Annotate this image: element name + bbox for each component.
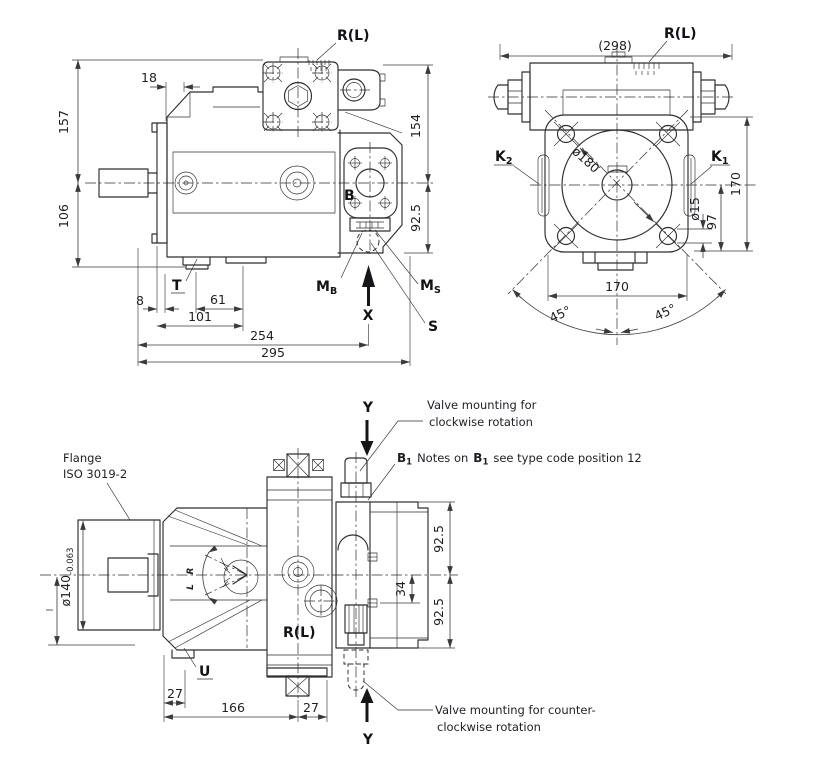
thread-knurl-marks bbox=[633, 63, 660, 75]
shaft-bore-circle bbox=[601, 169, 633, 201]
note-ccw-line1: Valve mounting for counter- bbox=[435, 703, 596, 717]
dim-254: 254 bbox=[250, 328, 274, 343]
rear-port-rl-leader bbox=[648, 40, 668, 63]
dim-27-right: 27 bbox=[303, 700, 319, 715]
side-port-ms-label: MS bbox=[420, 278, 441, 296]
rear-cover-outline bbox=[337, 132, 403, 254]
port-b-flange-outline bbox=[343, 147, 398, 219]
flange-note-line1: Flange bbox=[63, 451, 102, 465]
thread-knurl-marks bbox=[308, 60, 330, 71]
pilot-circle bbox=[561, 129, 673, 241]
angle-45-left: 45° bbox=[547, 302, 573, 325]
u-foot bbox=[171, 649, 195, 659]
section-y-top-label: Y bbox=[362, 400, 374, 416]
swash-circle bbox=[223, 559, 259, 595]
side-port-rl-label: R(L) bbox=[337, 28, 370, 44]
side-port-s-label: S bbox=[428, 319, 438, 335]
note-ccw-line2: clockwise rotation bbox=[437, 720, 541, 734]
port-u-leader bbox=[183, 647, 197, 668]
section-y-bottom-arrow bbox=[360, 688, 374, 722]
pump-housing-outline bbox=[166, 86, 341, 270]
side-port-rl-leader bbox=[316, 42, 337, 61]
side-port-mb-label: MB bbox=[316, 279, 337, 297]
top-housing-outline: R L bbox=[162, 507, 338, 659]
side-port-b-label: B bbox=[344, 188, 355, 204]
dim-18: 18 bbox=[141, 70, 157, 85]
side-port-ms-leader bbox=[374, 229, 419, 285]
top-valve-block-outline bbox=[262, 56, 339, 133]
section-y-top-arrow bbox=[360, 420, 374, 456]
side-port-t-leader bbox=[185, 258, 198, 282]
section-x-arrow bbox=[362, 265, 375, 346]
note-cw-leader bbox=[359, 420, 423, 472]
rear-diagonal-centerline-2 bbox=[544, 109, 727, 295]
port-u-label: U bbox=[199, 664, 210, 680]
note-ccw-leader bbox=[362, 680, 433, 711]
port-k1-label: K1 bbox=[711, 149, 728, 167]
port-s-hidden-circle bbox=[356, 229, 380, 253]
drive-shaft-outline bbox=[98, 168, 158, 198]
port-k2-leader bbox=[513, 165, 540, 185]
dim-97: 97 bbox=[704, 214, 719, 230]
flange-note-leader bbox=[106, 482, 131, 521]
section-y-bottom-label: Y bbox=[362, 732, 374, 748]
rotation-l-label: L bbox=[186, 584, 196, 590]
section-x-label: X bbox=[363, 308, 374, 324]
flange-note-line2: ISO 3019-2 bbox=[63, 467, 127, 481]
dim-8: 8 bbox=[136, 293, 144, 308]
note-b1-leader bbox=[367, 463, 396, 501]
top-end-cover-outline bbox=[369, 501, 429, 649]
side-port-mb-leader bbox=[340, 232, 363, 279]
side-port-s-leader bbox=[370, 242, 426, 324]
rear-valve-block-outline bbox=[493, 51, 730, 131]
dim-298: (298) bbox=[598, 38, 632, 53]
note-cw-line2: clockwise rotation bbox=[429, 415, 533, 429]
dim-157: 157 bbox=[56, 110, 71, 134]
dim-170-horizontal: 170 bbox=[605, 279, 629, 294]
dim-92-5-bottom: 92.5 bbox=[431, 598, 446, 626]
top-flange-outline bbox=[77, 519, 161, 631]
dim-154: 154 bbox=[408, 114, 423, 138]
side-port-t-label: T bbox=[172, 278, 182, 294]
dim-d15: ø15 bbox=[687, 197, 702, 221]
dim-295: 295 bbox=[261, 345, 285, 360]
gauge-port-block-outline bbox=[337, 69, 403, 134]
dim-61: 61 bbox=[210, 292, 226, 307]
side-view: R(L) B T MB MS S X 18 15 bbox=[56, 28, 441, 366]
port-k1-boss bbox=[683, 154, 696, 217]
dim-27-left: 27 bbox=[167, 686, 183, 701]
dim-d140: ø140-0.063 bbox=[58, 548, 76, 607]
dim-92-5-side: 92.5 bbox=[408, 204, 423, 232]
dim-34: 34 bbox=[393, 581, 408, 597]
port-s-boss-outline bbox=[349, 217, 391, 253]
dim-d180: ø180 bbox=[569, 144, 602, 176]
note-cw-line1: Valve mounting for bbox=[427, 398, 537, 412]
dim-170-vertical: 170 bbox=[728, 172, 743, 196]
top-view: R L bbox=[40, 398, 642, 748]
angle-dimension-arc bbox=[512, 289, 726, 336]
rear-view: (298) R(L) K2 K1 ø180 ø15 97 170 170 bbox=[488, 26, 757, 345]
side-view-dimensions: 18 157 106 154 92.5 8 61 101 bbox=[56, 59, 433, 366]
rear-diagonal-centerline-1 bbox=[507, 109, 689, 295]
port-k1-leader bbox=[690, 165, 713, 185]
port-k2-boss bbox=[537, 154, 550, 217]
top-valve-section-outline bbox=[266, 453, 333, 697]
rotation-r-label: R bbox=[186, 567, 196, 574]
rear-port-rl-label: R(L) bbox=[664, 26, 697, 42]
top-port-rl-label: R(L) bbox=[283, 625, 316, 641]
angle-45-right: 45° bbox=[652, 300, 678, 323]
port-k2-label: K2 bbox=[495, 149, 512, 167]
dim-101: 101 bbox=[188, 309, 212, 324]
pilot-valve-outline bbox=[335, 457, 378, 691]
dim-166: 166 bbox=[221, 700, 245, 715]
ccw-valve-hidden-outline bbox=[343, 649, 369, 691]
dim-106: 106 bbox=[56, 204, 71, 228]
dim-92-5-top: 92.5 bbox=[431, 525, 446, 553]
rear-housing-outline bbox=[537, 114, 696, 271]
